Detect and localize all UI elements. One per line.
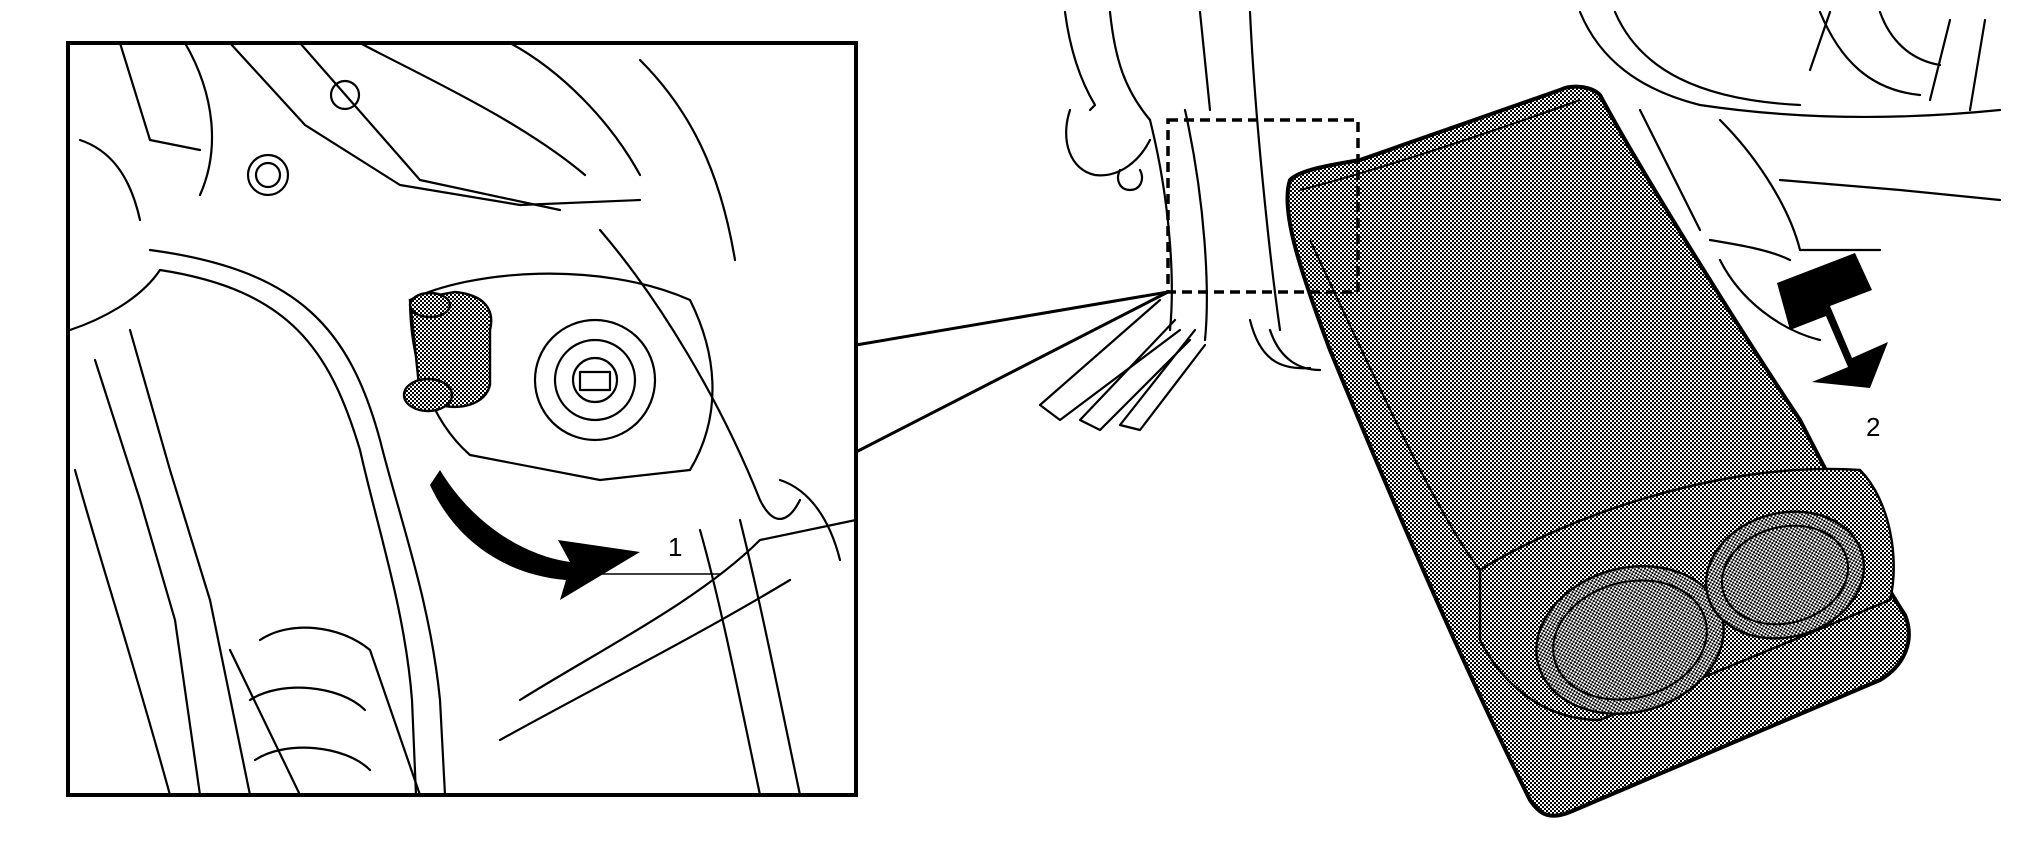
overview-illustration: 2 bbox=[1038, 10, 2002, 818]
retaining-clip bbox=[402, 290, 493, 413]
inset-frame bbox=[66, 41, 858, 797]
stepped-arrow-icon bbox=[1777, 253, 1888, 388]
curved-arrow-icon bbox=[430, 470, 640, 600]
detail-highlight-box bbox=[1166, 118, 1360, 294]
center-console bbox=[1285, 84, 1911, 818]
detail-inset: 1 bbox=[66, 41, 858, 797]
callout-1: 1 bbox=[668, 532, 682, 562]
leader-lines bbox=[855, 290, 1169, 454]
callout-2: 2 bbox=[1866, 412, 1880, 442]
